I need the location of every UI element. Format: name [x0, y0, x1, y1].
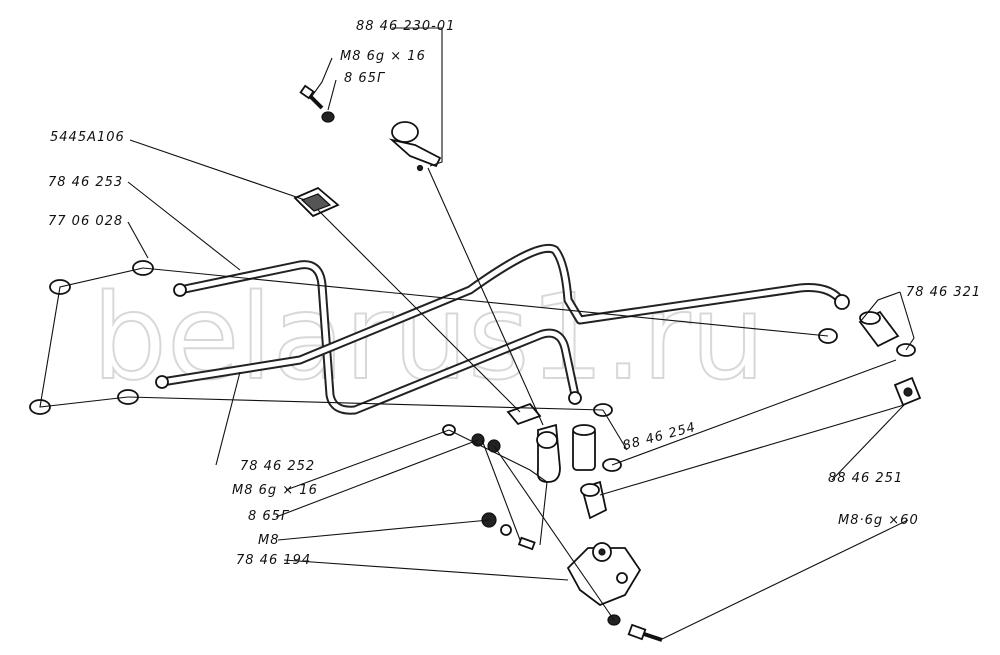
elbow-fitting-icon	[580, 480, 608, 520]
label-m8: M8	[258, 533, 280, 548]
label-8-65g-top: 8 65Г	[344, 71, 386, 86]
rubber-pad-icon	[293, 186, 340, 218]
bracket-78-46-194-icon	[566, 542, 642, 607]
tube-assembly-lower	[157, 243, 847, 387]
label-m8-6g-16-top: M8 6g × 16	[340, 49, 426, 64]
label-m8-6g-60: M8·6g ×60	[838, 513, 919, 528]
label-78-46-321: 78 46 321	[906, 285, 981, 300]
label-88-46-254: 88 46 254	[621, 420, 697, 454]
bolt-m8-60-icon	[627, 623, 663, 642]
tube-assembly-upper	[175, 260, 580, 415]
bolt-icon	[299, 84, 324, 110]
tube-end-icon	[155, 283, 850, 405]
sleeve-78-46-321-icon	[858, 310, 900, 348]
bracket-88-46-230-icon	[388, 121, 442, 172]
tee-fitting-icon	[536, 423, 561, 483]
part-labels: 88 46 230-01 M8 6g × 16 8 65Г 5445А106 7…	[48, 19, 981, 568]
fitting-88-46-251-icon	[893, 376, 922, 407]
label-78-46-253: 78 46 253	[48, 175, 123, 190]
label-88-46-230-01: 88 46 230-01	[356, 19, 455, 34]
washer-icon	[321, 111, 335, 123]
label-78-46-194: 78 46 194	[236, 553, 311, 568]
label-78-46-252: 78 46 252	[240, 459, 315, 474]
label-77-06-028: 77 06 028	[48, 214, 123, 229]
sleeve-88-46-254-icon	[572, 424, 596, 471]
support-pad-icon	[506, 402, 542, 426]
label-88-46-251: 88 46 251	[828, 471, 903, 486]
label-m8-6g-16-bottom: M8 6g × 16	[232, 483, 318, 498]
leader-lines	[39, 27, 915, 641]
label-8-65g-bottom: 8 65Г	[248, 509, 290, 524]
label-5445a106: 5445А106	[50, 130, 125, 145]
